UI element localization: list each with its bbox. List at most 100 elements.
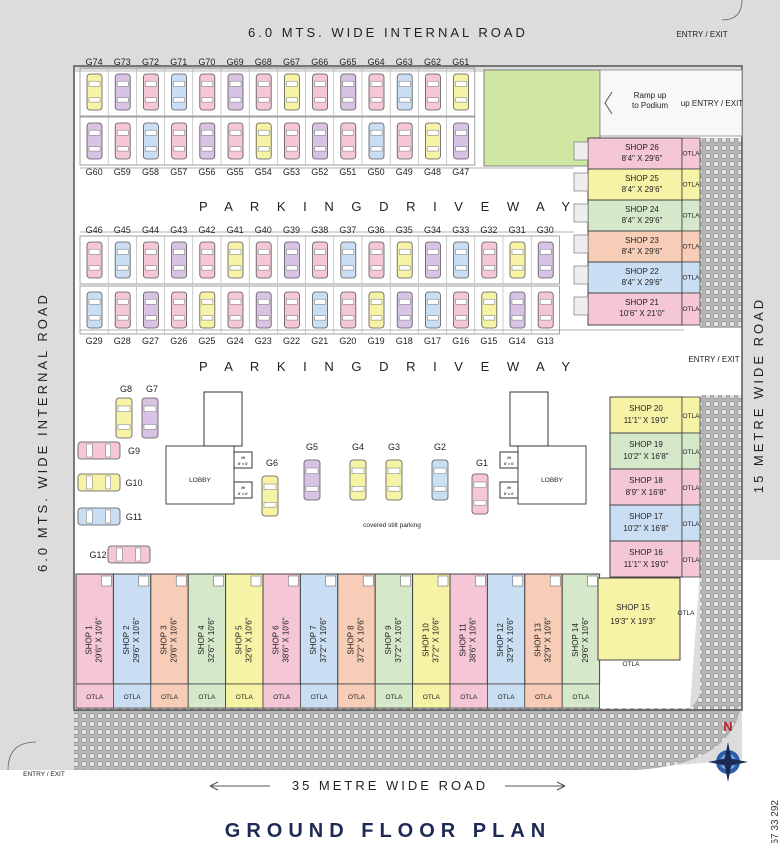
slot-label-g55: G55: [227, 167, 244, 177]
slot-label-g58: G58: [142, 167, 159, 177]
bottom-road-label: 35 METRE WIDE ROAD: [292, 778, 488, 793]
parking-slot-g63: [396, 73, 413, 111]
arrow-right-icon: [505, 781, 566, 791]
shop-9: [374, 573, 414, 685]
lift-size-2: 8' x 6': [238, 491, 248, 496]
page-title: GROUND FLOOR PLAN: [225, 820, 551, 842]
slot-label-g6: G6: [266, 458, 278, 468]
parking-slot-g39: [283, 241, 300, 279]
ramp-area: [599, 69, 743, 137]
otla-shop15-right: OTLA: [678, 610, 696, 617]
parking-slot-g29: [86, 291, 103, 329]
slot-label-g29: G29: [86, 336, 103, 346]
parking-slot-g43: [171, 241, 188, 279]
bottom-paving: [74, 708, 634, 770]
parking-slot-g45: [114, 241, 131, 279]
slot-label-g3: G3: [388, 442, 400, 452]
shop-stair: [573, 234, 589, 254]
shop-name: SHOP 6: [272, 625, 281, 655]
slot-label-g13: G13: [537, 336, 554, 346]
slot-label-g44: G44: [142, 225, 159, 235]
otla-label: OTLA: [460, 694, 478, 701]
parking-slot-g12: [107, 545, 151, 564]
parking-slot-g11: [77, 507, 121, 526]
shop-24: [587, 199, 683, 232]
slot-label-g69: G69: [227, 57, 244, 67]
parking-slot-g48: [424, 122, 441, 160]
otla-strip: [681, 540, 701, 578]
slot-label-g67: G67: [283, 57, 300, 67]
slot-label-g25: G25: [198, 336, 215, 346]
shop-door: [138, 575, 150, 587]
right-road-label: 15 METRE WIDE ROAD: [751, 297, 766, 493]
parking-slot-g51: [340, 122, 357, 160]
top-road-label: 6.0 MTS. WIDE INTERNAL ROAD: [248, 25, 528, 40]
shop-19: [609, 432, 683, 470]
shop-size: 8'4" X 29'6": [622, 154, 663, 163]
shop-name: SHOP 13: [534, 623, 543, 657]
shop-3: [150, 573, 189, 685]
shop-door: [400, 575, 411, 587]
phone-number: 67 33 292: [770, 800, 780, 843]
shop-21: [587, 292, 683, 326]
lift-size-1: 8' x 6': [238, 461, 248, 466]
shop-door: [512, 575, 524, 587]
gate-top: [721, 0, 743, 21]
right-paving-bottom: [700, 395, 742, 575]
driveway-label-1: P A R K I N G D R I V E W A Y: [199, 199, 577, 214]
slot-label-g60: G60: [86, 167, 103, 177]
parking-slot-g4: [349, 459, 367, 501]
shop-stair: [573, 265, 589, 285]
shop-name: SHOP 16: [629, 548, 663, 557]
slot-label-g20: G20: [339, 336, 356, 346]
otla-label: OTLA: [385, 694, 403, 701]
parking-slot-g70: [199, 73, 216, 111]
parking-slot-g7: [141, 397, 159, 439]
slot-label-g46: G46: [86, 225, 103, 235]
parking-slot-g1: [471, 473, 489, 515]
lift-left-1: [233, 451, 253, 469]
parking-slot-g30: [537, 241, 554, 279]
slot-label-g74: G74: [86, 57, 103, 67]
parking-slot-g40: [255, 241, 272, 279]
slot-label-g38: G38: [311, 225, 328, 235]
shop-name: SHOP 20: [629, 404, 663, 413]
otla-label: OTLA: [683, 182, 701, 189]
lobby-left: [165, 445, 235, 505]
otla-strip: [374, 683, 414, 709]
otla-strip: [524, 683, 563, 709]
lift-label-2: lift: [241, 485, 246, 490]
slot-label-g2: G2: [434, 442, 446, 452]
entry-bottom-left: ENTRY / EXIT: [23, 771, 65, 778]
otla-label: OTLA: [683, 521, 701, 528]
arrow-left-icon: [209, 781, 270, 791]
otla-strip: [412, 683, 451, 709]
slot-label-g8: G8: [120, 384, 132, 394]
stair-left: [203, 391, 243, 447]
slot-label-g63: G63: [396, 57, 413, 67]
parking-slot-g10: [77, 473, 121, 492]
shop-size: 37'2" X 10'6": [319, 617, 328, 662]
shop-15-size: 19'3" X 19'3": [610, 617, 655, 626]
slot-label-g54: G54: [255, 167, 272, 177]
otla-label: OTLA: [683, 306, 701, 313]
ramp-line2: to Podium: [632, 101, 668, 110]
shop-door: [250, 575, 262, 587]
shop-size: 32'9" X 10'6": [506, 617, 515, 662]
parking-slot-g68: [255, 73, 272, 111]
slot-label-g15: G15: [480, 336, 497, 346]
shop-name: SHOP 1: [85, 625, 94, 655]
lift-right-2: [499, 481, 519, 499]
parking-slot-g35: [396, 241, 413, 279]
parking-slot-g8: [115, 397, 133, 439]
parking-slot-g37: [340, 241, 357, 279]
slot-label-g71: G71: [170, 57, 187, 67]
otla-label: OTLA: [683, 275, 701, 282]
parking-slot-g47: [453, 122, 470, 160]
driveway-label-2: P A R K I N G D R I V E W A Y: [199, 359, 577, 374]
parking-slot-g57: [171, 122, 188, 160]
lift-label-1: lift: [241, 455, 246, 460]
otla-label: OTLA: [683, 151, 701, 158]
slot-label-g33: G33: [452, 225, 469, 235]
otla-label: OTLA: [236, 694, 254, 701]
